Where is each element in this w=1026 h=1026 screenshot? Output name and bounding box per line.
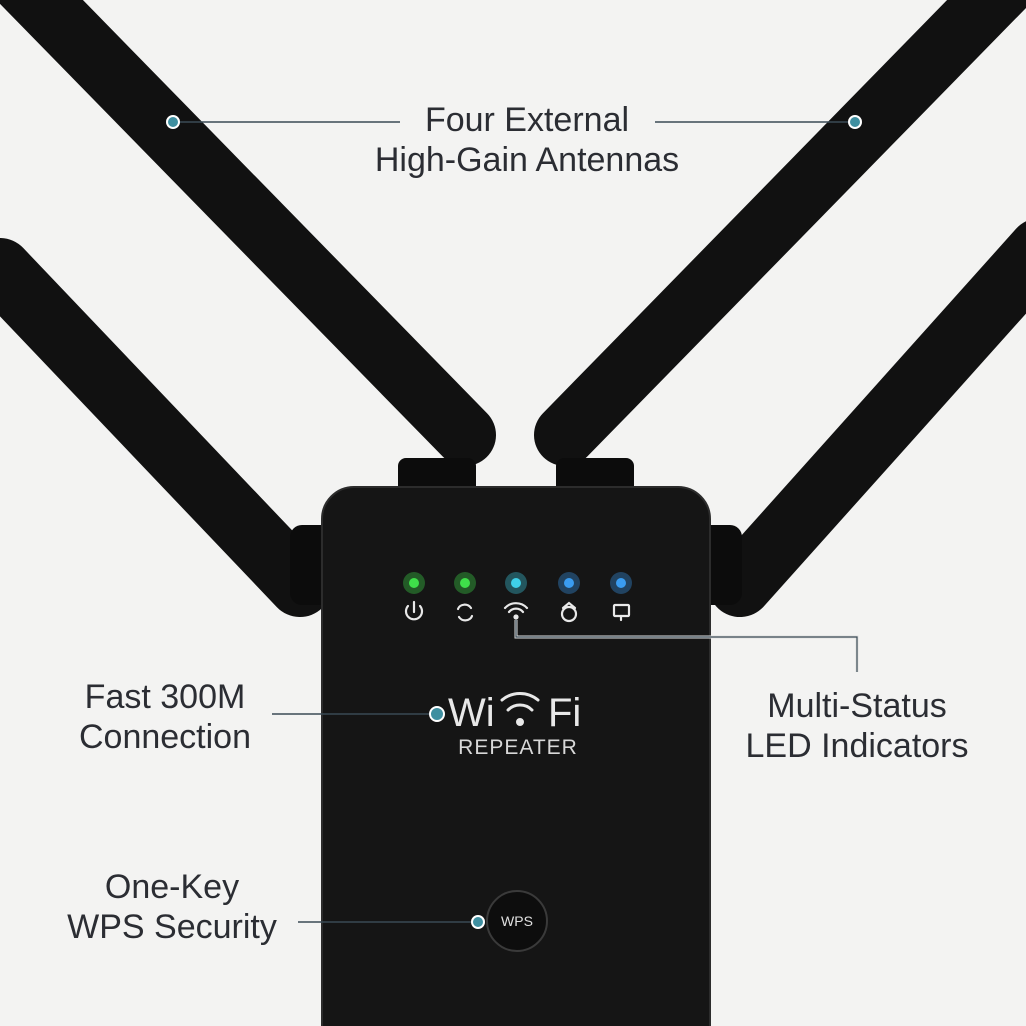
callout-text: WPS Security [67, 908, 277, 946]
callout-text: Connection [78, 718, 252, 756]
callout-text: High-Gain Antennas [374, 141, 680, 179]
antenna-left-upper [0, 0, 496, 466]
callout-text: Fast 300M [84, 678, 246, 716]
callout-text: Multi-Status [767, 687, 947, 725]
callout-wps: One-Key WPS Security [67, 867, 277, 947]
sync-icon [456, 603, 474, 622]
callout-dots [166, 115, 862, 929]
callout-text: Four External [424, 101, 630, 139]
antenna-right-lower [708, 221, 1026, 617]
antenna-right-upper [534, 0, 1026, 466]
led-power [409, 578, 419, 588]
wps-label: WPS [501, 913, 533, 929]
antenna-left-lower [0, 238, 332, 617]
wps-button[interactable] [486, 890, 548, 952]
antenna-connector [398, 458, 476, 494]
logo-wi: Wi [448, 691, 495, 735]
callout-text: LED Indicators [745, 727, 969, 765]
callout-text: One-Key [104, 868, 240, 906]
internet-icon [560, 601, 578, 623]
led-internet [564, 578, 574, 588]
callout-leds: Multi-Status LED Indicators [746, 686, 969, 766]
logo-fi: Fi [548, 691, 582, 735]
led-computer [616, 578, 626, 588]
wifi-logo-icon [500, 692, 540, 726]
callout-antennas: Four External High-Gain Antennas [375, 100, 679, 180]
callout-connection: Fast 300M Connection [79, 677, 251, 757]
computer-icon [612, 603, 631, 622]
logo-repeater: REPEATER [458, 736, 578, 759]
wifi-icon [503, 602, 529, 620]
repeater-body [321, 486, 711, 1026]
power-icon [404, 600, 424, 621]
antenna-connector [556, 458, 634, 494]
led-wifi [511, 578, 521, 588]
led-sync [460, 578, 470, 588]
